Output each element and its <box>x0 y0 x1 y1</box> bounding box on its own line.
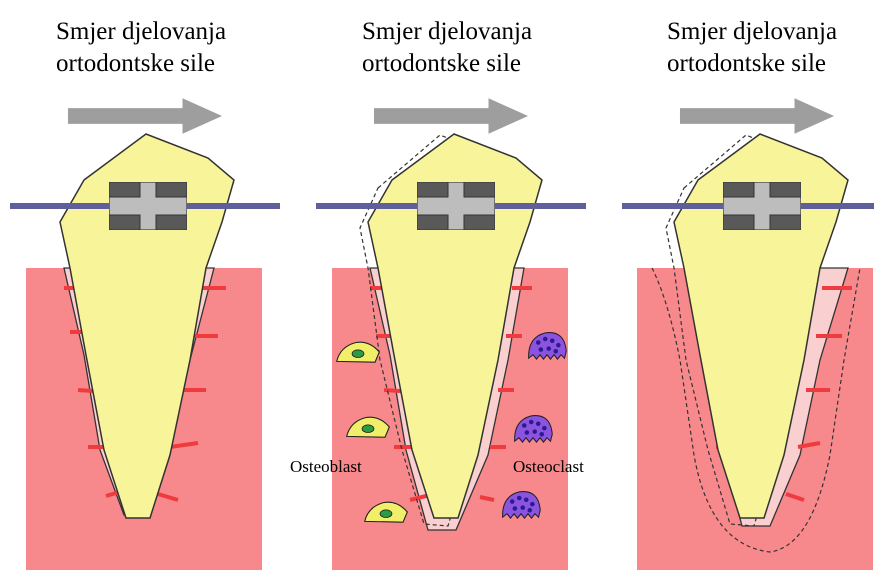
force-arrow-1 <box>68 98 222 134</box>
bracket-2 <box>417 182 495 230</box>
force-arrow-3 <box>680 98 834 134</box>
force-arrow-2 <box>374 98 528 134</box>
bracket-3 <box>723 182 801 230</box>
osteoclast-label: Osteoclast <box>513 457 584 477</box>
panel-1 <box>10 98 280 570</box>
panel-3 <box>622 98 874 570</box>
osteoblast-label: Osteoblast <box>290 457 362 477</box>
bracket-1 <box>109 182 187 230</box>
panel-2 <box>316 98 586 570</box>
